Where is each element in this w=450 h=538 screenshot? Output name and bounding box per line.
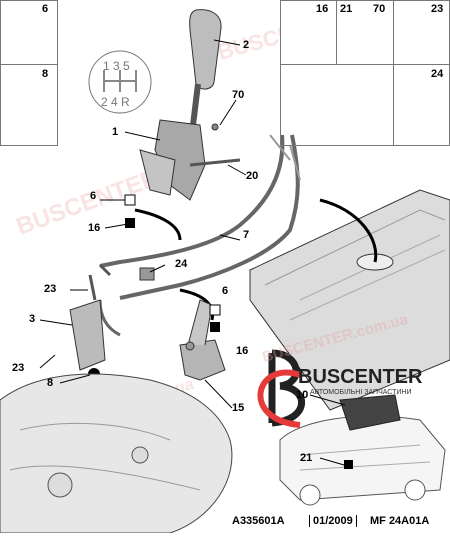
van-illustration <box>279 394 446 506</box>
fastener-markers <box>124 194 221 332</box>
part-label-6-upper: 6 <box>90 190 97 202</box>
part-label-1: 1 <box>112 126 119 138</box>
part-label-70: 70 <box>232 89 245 101</box>
footer-code: MF 24A01A <box>370 515 430 527</box>
part-label-23-upper: 23 <box>44 283 57 295</box>
cable-bracket <box>69 263 155 380</box>
part-label-6-lower: 6 <box>222 285 229 297</box>
inset-box-23 <box>393 0 450 65</box>
shift-cables <box>98 134 301 337</box>
part-label-20: 20 <box>246 170 259 182</box>
part-label-23-lower: 23 <box>12 362 25 374</box>
inset-box-16 <box>280 0 337 65</box>
gear-pattern-diagram <box>88 50 152 114</box>
footer-date: 01/2009 <box>309 515 357 527</box>
part-label-21: 21 <box>300 452 313 464</box>
part-label-8: 8 <box>47 377 54 389</box>
part-label-7: 7 <box>243 229 250 241</box>
part-label-3: 3 <box>29 313 36 325</box>
part-label-21-inset: 21 <box>340 3 353 15</box>
part-label-24-inset: 24 <box>431 68 444 80</box>
gear-pattern-bottom: 2 4 R <box>101 95 130 109</box>
part-label-2: 2 <box>243 39 250 51</box>
part-label-10: 10 <box>296 389 309 401</box>
inset-box-floor <box>280 64 394 146</box>
part-label-15: 15 <box>232 402 245 414</box>
part-label-24: 24 <box>175 258 188 270</box>
selector-levers <box>179 299 226 381</box>
brand-name: BUSCENTER <box>298 366 423 388</box>
gear-lever <box>139 9 241 201</box>
inset-box-8 <box>0 64 58 146</box>
footer-ref: A335601A <box>232 515 285 527</box>
gearbox <box>0 373 233 534</box>
part-label-70-inset: 70 <box>373 3 386 15</box>
part-label-8-inset: 8 <box>42 68 49 80</box>
floor-pan <box>249 189 450 411</box>
inset-box-6 <box>0 0 58 65</box>
part-label-16-inset: 16 <box>316 3 329 15</box>
part-label-6-inset: 6 <box>42 3 49 15</box>
part-label-23-inset: 23 <box>431 3 444 15</box>
brand-tagline: АВТОМОБІЛЬНІ ЗАПЧАСТИНИ <box>310 389 412 396</box>
gear-pattern-top: 1 3 5 <box>103 59 130 73</box>
brand-logo <box>257 349 306 428</box>
part-label-16-upper: 16 <box>88 222 101 234</box>
part-label-16-lower: 16 <box>236 345 249 357</box>
leader-lines <box>39 39 346 466</box>
